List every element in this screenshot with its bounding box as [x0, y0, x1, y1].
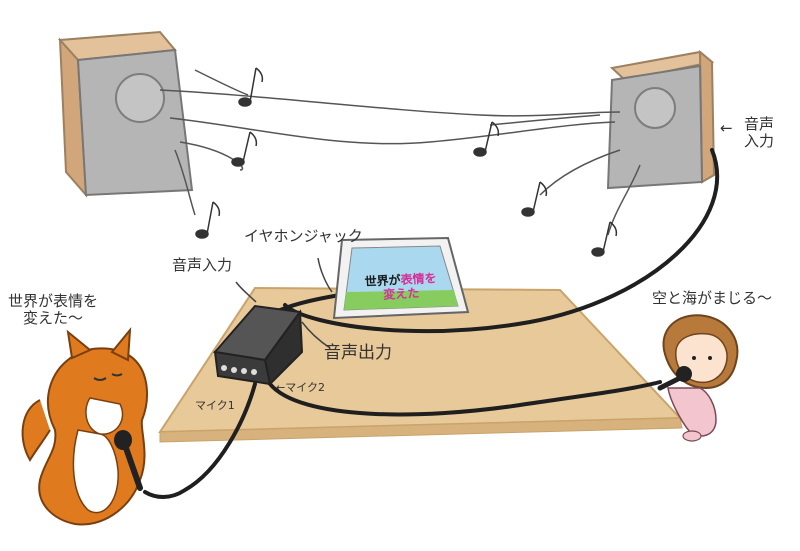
music-note-icon	[231, 131, 258, 167]
speaker-input-line1: 音声	[744, 115, 775, 133]
mic2-label: ←マイク2	[276, 381, 325, 395]
tablet-text-part3: 変えた	[382, 285, 420, 302]
music-note-icon	[473, 121, 500, 157]
music-note-icon	[591, 221, 618, 257]
arrow-left-icon: ←	[276, 381, 286, 394]
sound-waves	[159, 69, 641, 236]
fox-speech-line2: 変えた〜	[23, 309, 84, 328]
music-note-icon	[238, 67, 264, 107]
girl-speech: 空と海がまじる〜	[652, 289, 773, 307]
right-speaker	[606, 49, 716, 190]
tablet-text-part2: 表情を	[400, 271, 437, 288]
tablet	[332, 236, 470, 320]
fox-speech-line1: 世界が表情を	[8, 292, 99, 310]
speaker-input-line2: 入力	[744, 132, 775, 151]
arrow-left-icon: ←	[720, 119, 733, 137]
music-note-icon	[521, 181, 548, 217]
mixer-input-label: 音声入力	[172, 256, 233, 274]
music-note-icon	[195, 201, 221, 239]
earphone-jack-label: イヤホンジャック	[244, 227, 363, 245]
speaker-input-label: 音声 入力	[744, 115, 775, 151]
fox-character	[21, 326, 148, 526]
tablet-screen-text: 世界が表情を 変えた	[345, 271, 456, 304]
mic2-text: マイク2	[285, 381, 325, 394]
mixer-output-label: 音声出力	[324, 343, 392, 363]
audio-mixer	[213, 304, 304, 387]
mic1-label: マイク1	[195, 399, 235, 412]
fox-speech: 世界が表情を 変えた〜	[8, 292, 99, 328]
girl-character	[657, 314, 739, 442]
label-pointers	[235, 257, 333, 349]
left-speaker	[57, 30, 194, 198]
cables	[143, 148, 720, 499]
